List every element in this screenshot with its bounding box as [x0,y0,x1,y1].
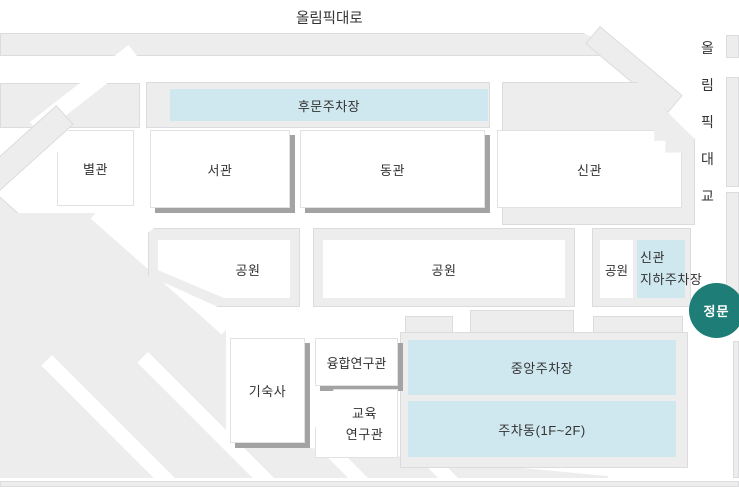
bridge-label-char: 교 [701,188,714,204]
singwan-underground-parking: 신관 지하주차장 [637,240,703,298]
bridge-vertical-label: 올 림 픽 대 교 [699,30,716,215]
gyoyuk-line2: 연구관 [345,426,384,442]
right-edge-block [733,341,739,478]
bridge-label-char: 픽 [701,114,714,130]
building-donggwan: 동관 [300,130,485,208]
bottom-road-band [0,481,739,487]
building-gyoyuk-yeonguwan: 교육 연구관 [315,389,398,458]
bridge-label-char: 대 [701,151,714,167]
main-gate-marker: 정문 [689,283,739,338]
building-gisuksa: 기숙사 [230,338,305,443]
right-edge-block [726,192,739,298]
top-road-band [0,33,634,56]
park-center: 공원 [323,240,565,298]
park-right: 공원 [600,240,633,298]
rear-parking-lot: 후문주차장 [170,89,488,121]
building-singwan: 신관 [497,130,682,208]
singwan-underground-line2: 지하주차장 [640,272,703,287]
road-block-tab [470,310,574,333]
building-byeolgwan: 별관 [57,130,134,206]
building-yunghap-yeonguwan: 융합연구관 [315,338,398,386]
right-edge-block [726,77,739,187]
right-edge-block [726,35,739,58]
road-block-tab [593,316,683,333]
parking-building-1f-2f: 주차동(1F~2F) [408,401,676,457]
singwan-underground-line1: 신관 [640,250,665,265]
building-seogwan: 서관 [150,130,290,208]
central-parking-lot: 중앙주차장 [408,340,676,395]
road-block-tab [405,316,453,333]
gyoyuk-line1: 교육 [352,405,377,421]
bridge-label-char: 올 [701,40,714,56]
bridge-label-char: 림 [701,77,714,93]
top-road-label: 올림픽대로 [296,11,363,27]
